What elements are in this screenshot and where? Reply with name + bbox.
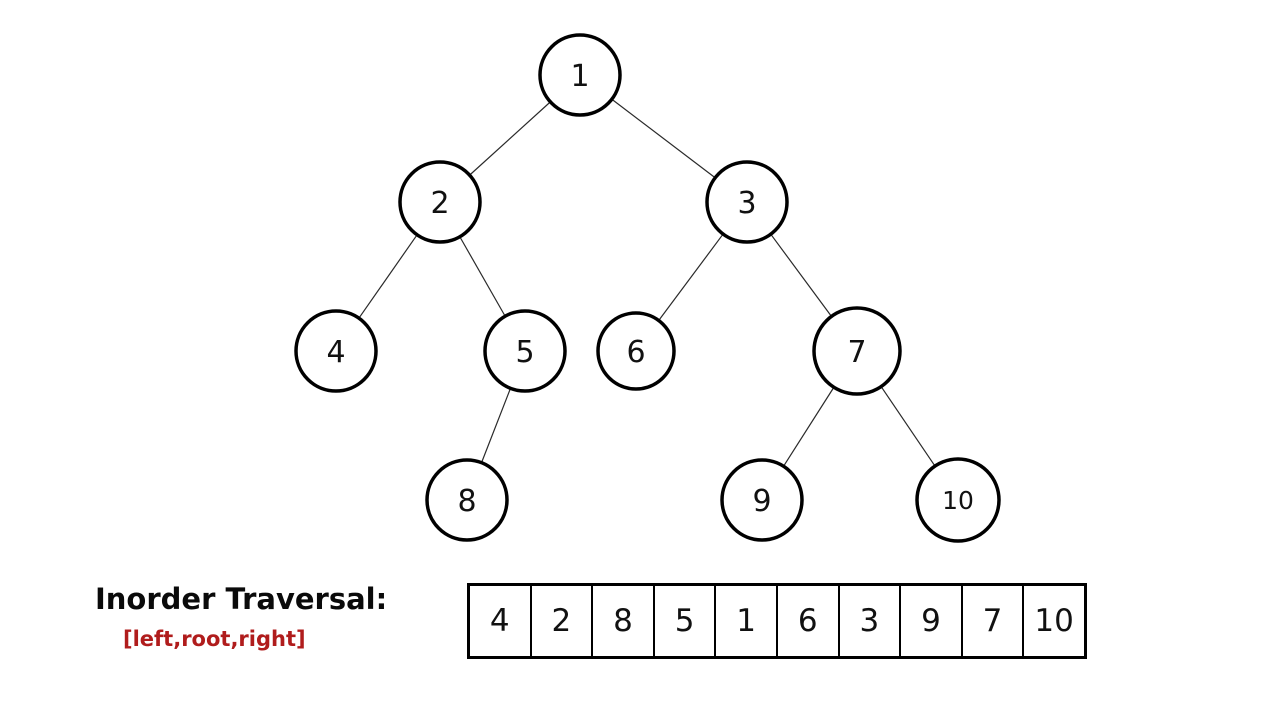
- node-circle: [538, 33, 622, 117]
- node-circle: [483, 309, 567, 393]
- node-circle: [398, 160, 482, 244]
- node-circle: [720, 458, 804, 542]
- tree-node-6: 6: [596, 311, 676, 391]
- node-circle: [596, 311, 676, 391]
- node-circle: [812, 306, 902, 396]
- array-cell-4: 1: [714, 586, 776, 656]
- array-cell-2: 8: [591, 586, 653, 656]
- node-circle: [915, 457, 1001, 543]
- node-label: 1: [570, 59, 589, 94]
- node-label: 8: [457, 484, 476, 519]
- array-cell-8: 7: [960, 586, 1023, 656]
- tree-node-5: 5: [483, 309, 567, 393]
- node-circle: [294, 309, 378, 393]
- node-label: 10: [942, 486, 974, 515]
- node-circle: [425, 458, 509, 542]
- traversal-title: Inorder Traversal:: [95, 582, 388, 616]
- node-label: 2: [430, 186, 449, 221]
- node-label: 7: [847, 335, 866, 370]
- node-label: 4: [326, 335, 345, 370]
- tree-edge-2-4: [358, 234, 418, 319]
- node-label: 5: [515, 335, 534, 370]
- tree-edge-1-3: [611, 98, 716, 179]
- array-cell-9: 10: [1022, 586, 1084, 656]
- tree-node-2: 2: [398, 160, 482, 244]
- node-circle: [705, 160, 789, 244]
- tree-edge-3-6: [658, 233, 724, 321]
- tree-edge-1-2: [469, 101, 551, 176]
- tree-edge-2-5: [459, 236, 506, 317]
- tree-node-7: 7: [812, 306, 902, 396]
- array-cell-1: 2: [529, 586, 592, 656]
- array-cell-5: 6: [775, 586, 838, 656]
- tree-node-10: 10: [915, 457, 1001, 543]
- traversal-caption: Inorder Traversal: [left,root,right]: [95, 582, 387, 651]
- tree-node-8: 8: [425, 458, 509, 542]
- node-label: 9: [752, 484, 771, 519]
- array-cell-3: 5: [652, 586, 715, 656]
- tree-node-1: 1: [538, 33, 622, 117]
- tree-edge-5-8: [480, 388, 512, 463]
- tree-node-4: 4: [294, 309, 378, 393]
- tree-edge-7-10: [880, 386, 936, 467]
- array-cell-6: 3: [837, 586, 900, 656]
- node-label: 6: [626, 335, 645, 370]
- tree-edge-7-9: [782, 386, 835, 467]
- tree-node-3: 3: [705, 160, 789, 244]
- array-cell-7: 9: [899, 586, 961, 656]
- array-cell-0: 4: [489, 603, 510, 639]
- tree-node-9: 9: [720, 458, 804, 542]
- traversal-order-hint: [left,root,right]: [123, 627, 306, 651]
- tree-edge-3-7: [770, 233, 832, 317]
- node-label: 3: [737, 186, 756, 221]
